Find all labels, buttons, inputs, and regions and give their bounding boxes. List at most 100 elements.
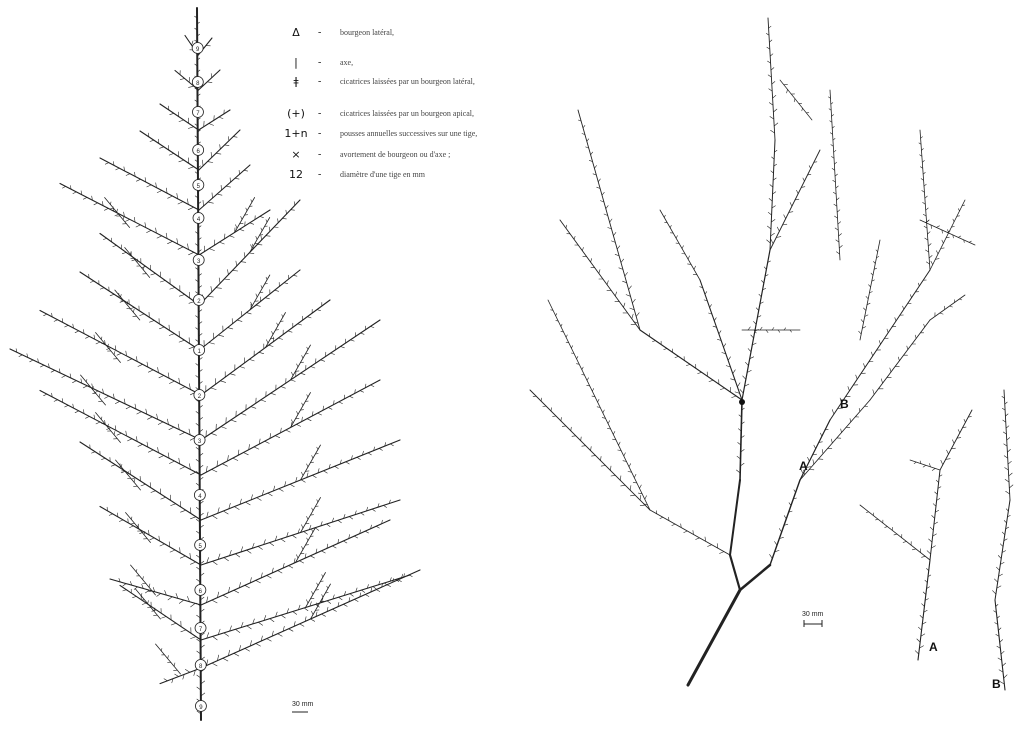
leaflet xyxy=(871,352,872,356)
leaflet xyxy=(809,166,811,169)
leaflet xyxy=(864,364,865,368)
leaflet xyxy=(312,530,313,532)
leaflet xyxy=(1007,449,1010,452)
leaflet xyxy=(866,512,869,513)
leaflet xyxy=(168,597,172,600)
branch xyxy=(860,505,930,560)
leaflet xyxy=(958,430,960,433)
leaflet xyxy=(261,236,262,240)
leaflet xyxy=(290,484,294,487)
leaflet xyxy=(234,653,239,656)
leaflet xyxy=(170,550,175,552)
leaflet xyxy=(926,208,929,210)
leaflet xyxy=(258,622,262,625)
leaflet xyxy=(179,340,184,342)
leaflet xyxy=(859,331,862,334)
leaflet xyxy=(571,346,572,348)
leaflet xyxy=(123,590,127,591)
leaflet xyxy=(266,277,267,279)
leaflet xyxy=(317,447,318,449)
leaflet xyxy=(224,633,229,636)
leaflet xyxy=(190,517,196,519)
leaflet xyxy=(181,630,186,632)
leaflet xyxy=(188,127,193,129)
leaflet xyxy=(211,286,212,292)
leaflet xyxy=(265,298,269,299)
leaflet xyxy=(915,651,919,654)
leaflet xyxy=(339,402,343,404)
trunk xyxy=(730,555,740,590)
branch xyxy=(700,280,742,400)
leaflet xyxy=(127,302,128,305)
leaflet xyxy=(561,417,562,421)
leaflet xyxy=(709,380,713,381)
leaflet xyxy=(249,359,254,361)
leaflet xyxy=(73,192,77,194)
left-scale-bar: 30 mm xyxy=(292,701,314,712)
leaflet xyxy=(230,236,235,238)
leaflet xyxy=(208,296,214,297)
leaflet xyxy=(923,172,925,174)
leaflet xyxy=(327,601,331,604)
leaflet xyxy=(387,585,390,587)
leaflet xyxy=(257,498,262,501)
leaflet xyxy=(267,576,272,579)
leaflet xyxy=(223,595,228,598)
leaflet xyxy=(745,362,748,365)
leaflet xyxy=(130,526,134,528)
legend-text: axe, xyxy=(340,58,353,67)
branch xyxy=(548,300,650,510)
leaflet xyxy=(90,281,94,282)
leaflet xyxy=(251,200,252,202)
leaflet xyxy=(147,185,151,187)
branch xyxy=(100,507,201,566)
branch xyxy=(40,311,201,396)
leaflet xyxy=(754,321,757,324)
leaflet xyxy=(998,556,1001,559)
leaflet xyxy=(160,147,164,149)
leaflet xyxy=(123,584,126,586)
leaflet xyxy=(652,341,655,342)
leaflet xyxy=(217,194,222,195)
leaflet xyxy=(125,219,129,221)
leaflet xyxy=(312,475,316,477)
leaflet xyxy=(670,225,671,228)
leaflet xyxy=(566,335,567,337)
leaflet xyxy=(1009,473,1013,476)
diameter-icon: 12 xyxy=(284,168,308,181)
leaflet xyxy=(926,221,929,223)
leaflet xyxy=(254,447,259,449)
leaflet xyxy=(44,314,47,316)
leaflet xyxy=(105,163,108,165)
branch xyxy=(96,333,121,363)
leaflet xyxy=(338,520,342,523)
leaflet xyxy=(376,590,380,592)
leaflet xyxy=(225,145,229,146)
leaflet xyxy=(286,210,287,214)
leaflet xyxy=(65,405,69,407)
branch xyxy=(199,165,250,210)
leaflet xyxy=(634,474,636,477)
leaflet xyxy=(748,327,750,330)
leaflet xyxy=(935,492,938,494)
leaflet xyxy=(211,388,217,390)
branch xyxy=(96,413,121,443)
leaflet xyxy=(101,458,105,459)
leaflet xyxy=(179,600,183,603)
leaflet xyxy=(873,390,874,395)
leaflet xyxy=(610,219,612,222)
leaflet xyxy=(119,520,123,522)
leaflet xyxy=(133,596,137,597)
leaflet xyxy=(1008,461,1011,464)
leaflet xyxy=(390,444,393,446)
leaflet xyxy=(705,292,707,295)
leaflet xyxy=(1004,675,1007,678)
leaflet xyxy=(571,427,572,431)
leaflet xyxy=(874,262,876,264)
leaflet xyxy=(802,108,803,111)
leaflet xyxy=(794,99,795,102)
leaflet xyxy=(894,534,897,535)
leaflet xyxy=(574,236,575,239)
leaflet xyxy=(160,544,165,546)
leaflet xyxy=(698,372,702,373)
